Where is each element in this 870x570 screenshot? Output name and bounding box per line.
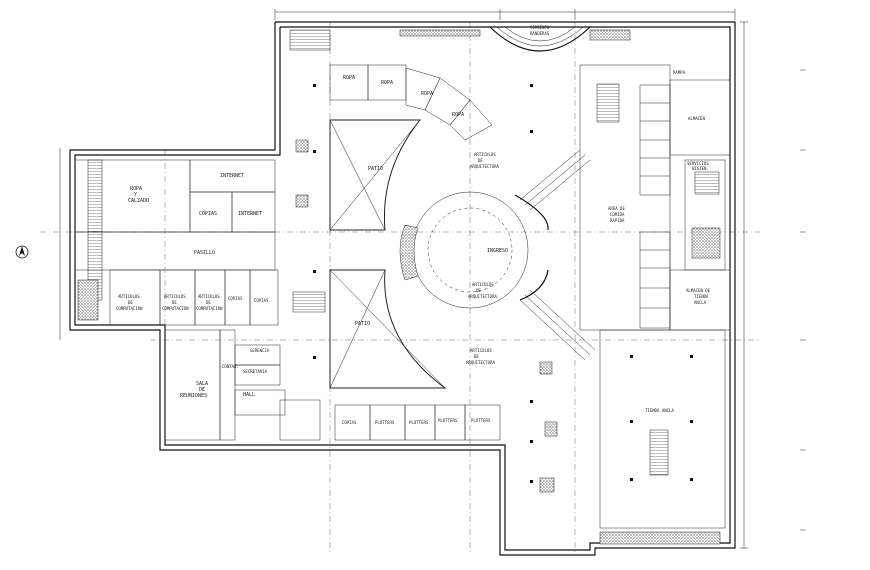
tienda-ancla-label: TIENDA ANCLA (645, 408, 674, 413)
pasillo-label: PASILLO (194, 250, 215, 256)
ropa-label-1: ROPA (343, 75, 355, 81)
planter-bottom (599, 531, 721, 545)
planter-top-right (589, 29, 631, 41)
toilets-block (691, 227, 721, 259)
stairs-anchor-store (649, 429, 669, 476)
clothing-shops (329, 64, 493, 141)
almacen-label: ALMACEN (688, 116, 705, 121)
left-wing-rooms (74, 159, 279, 326)
copias-label-3: COPIAS (254, 298, 269, 303)
patio-bottom (329, 269, 447, 389)
plotters-label-1: PLOTTERS (375, 420, 395, 425)
planters-center (295, 139, 558, 493)
stairs-right (596, 83, 620, 123)
ropa-label-2: ROPA (381, 80, 393, 86)
hall-label: HALL (243, 392, 255, 398)
anchor-store (599, 329, 726, 529)
rampa-label: RAMPA (673, 70, 686, 75)
axis-ticks (800, 69, 806, 531)
flag-plaza: CIMIENTO BANDERAS (399, 25, 631, 52)
copias-label-1: COPIAS (199, 211, 217, 217)
ropa-label-3: ROPA (421, 91, 433, 97)
ingreso-label: INGRESO (487, 248, 508, 254)
food-court (579, 64, 671, 331)
ropa-label-4: ROPA (452, 112, 464, 118)
admin-rooms (164, 329, 321, 441)
cimiento-label: CIMIENTO (530, 25, 550, 30)
columns (313, 84, 693, 483)
plotter-shops (334, 404, 501, 441)
banderas-label: BANDERAS (530, 31, 550, 36)
entrance-ramps (519, 149, 596, 361)
copias-label-2: COPIAS (228, 296, 243, 301)
stairs-left-wing (87, 159, 103, 301)
internet-label-1: INTERNET (220, 173, 244, 179)
stairs-center-left (292, 291, 326, 313)
plotters-label-4: PLOTTERS (471, 418, 491, 423)
planter-left (77, 279, 99, 321)
copias-label-4: COPIAS (342, 420, 357, 425)
stairs-storage (694, 171, 720, 195)
central-rotunda (399, 191, 549, 309)
internet-label-2: INTERNET (238, 211, 262, 217)
stairs-top-left (289, 29, 331, 51)
patio-bottom-label: PATIO (355, 321, 370, 327)
outer-walls (69, 21, 736, 556)
patio-top-label: PATIO (368, 166, 383, 172)
north-arrow-icon (15, 245, 29, 259)
plotters-label-2: PLOTTERS (409, 420, 429, 425)
gerencia-label: GERENCIA (250, 348, 270, 353)
planter-top (399, 29, 481, 37)
patio-top (329, 119, 422, 231)
dimension-lines (59, 9, 748, 549)
contab-label: CONTAB. (222, 364, 239, 369)
secretaria-label: SECRETARIA (243, 369, 268, 374)
plotters-label-3: PLOTTERS (438, 418, 458, 423)
